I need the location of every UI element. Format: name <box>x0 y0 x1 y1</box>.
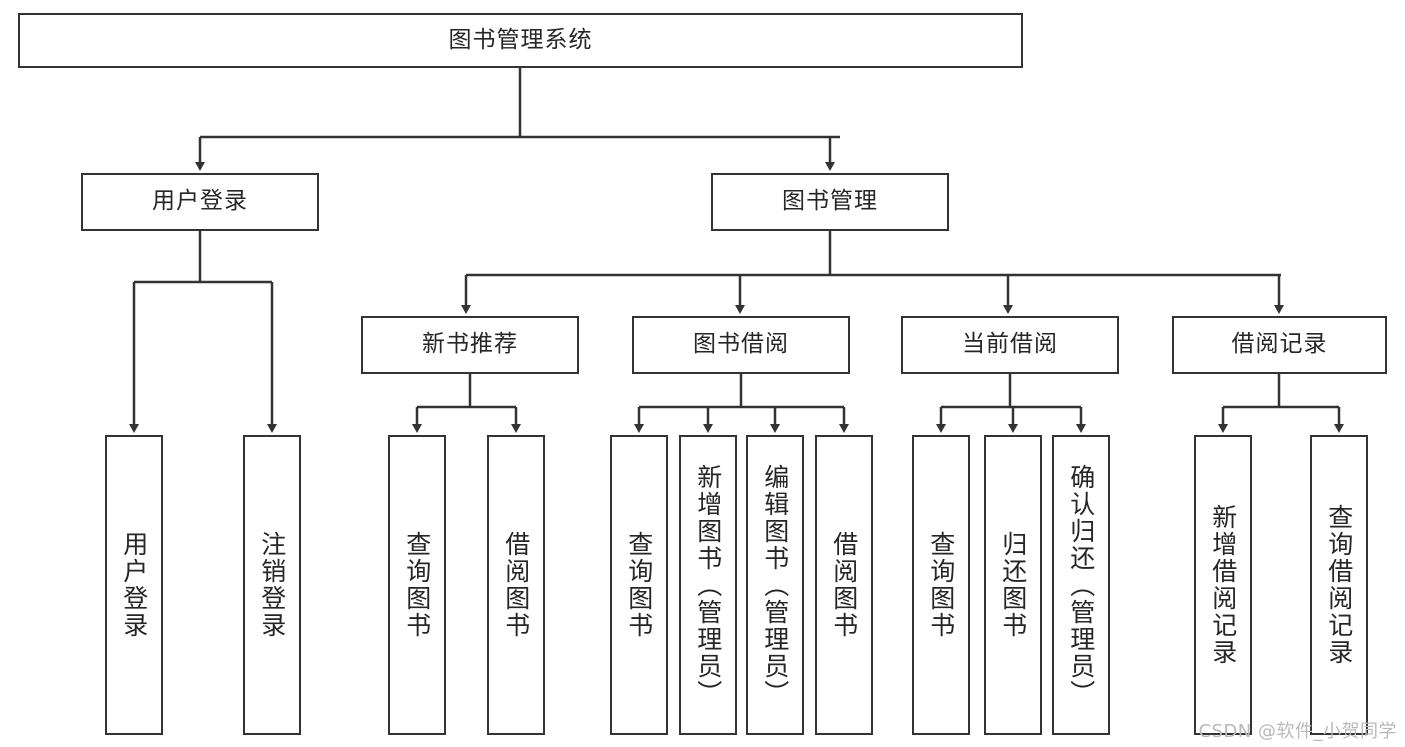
node-leaf-query-book-2[interactable]: 查询图书 <box>610 435 668 735</box>
node-current-borrow[interactable]: 当前借阅 <box>901 316 1119 374</box>
node-new-book-recommend[interactable]: 新书推荐 <box>361 316 579 374</box>
node-leaf-query-book-3[interactable]: 查询图书 <box>912 435 970 735</box>
edges-bookborrow-to-leaves <box>634 374 849 433</box>
node-leaf-borrow-book-1[interactable]: 借阅图书 <box>487 435 545 735</box>
node-leaf-query-book-1-label: 查询图书 <box>402 531 432 639</box>
node-leaf-confirm-return-admin-label: 确认归还（管理员） <box>1066 463 1096 707</box>
node-leaf-edit-book-admin[interactable]: 编辑图书（管理员） <box>746 435 804 735</box>
node-book-manage-label: 图书管理 <box>782 188 878 215</box>
node-leaf-add-book-admin[interactable]: 新增图书（管理员） <box>679 435 737 735</box>
edges-root-to-level2 <box>195 68 840 171</box>
node-leaf-return-book-label: 归还图书 <box>998 531 1028 639</box>
node-user-login-label: 用户登录 <box>152 188 248 215</box>
node-leaf-add-borrow-record[interactable]: 新增借阅记录 <box>1194 435 1252 735</box>
edges-borrowrecord-to-leaves <box>1218 374 1344 433</box>
node-book-borrow[interactable]: 图书借阅 <box>632 316 850 374</box>
node-book-borrow-label: 图书借阅 <box>693 331 789 358</box>
node-book-manage[interactable]: 图书管理 <box>711 173 949 231</box>
node-root-system[interactable]: 图书管理系统 <box>18 13 1023 68</box>
edges-newbook-to-leaves <box>412 374 521 433</box>
node-leaf-query-book-3-label: 查询图书 <box>926 531 956 639</box>
node-leaf-user-login-label: 用户登录 <box>119 531 149 639</box>
node-leaf-borrow-book-2-label: 借阅图书 <box>829 531 859 639</box>
edges-currentborrow-to-leaves <box>936 374 1086 433</box>
node-leaf-borrow-book-1-label: 借阅图书 <box>501 531 531 639</box>
node-leaf-add-book-admin-label: 新增图书（管理员） <box>693 463 723 707</box>
node-root-label: 图书管理系统 <box>448 26 593 53</box>
node-leaf-return-book[interactable]: 归还图书 <box>984 435 1042 735</box>
node-leaf-borrow-book-2[interactable]: 借阅图书 <box>815 435 873 735</box>
node-borrow-record-label: 借阅记录 <box>1231 331 1328 358</box>
node-leaf-edit-book-admin-label: 编辑图书（管理员） <box>760 463 790 707</box>
edges-userlogin-to-leaves <box>129 231 277 433</box>
node-new-book-recommend-label: 新书推荐 <box>422 331 518 358</box>
node-leaf-user-logout-label: 注销登录 <box>257 531 287 639</box>
edges-bookmanage-to-level3 <box>461 231 1284 314</box>
node-leaf-query-borrow-record[interactable]: 查询借阅记录 <box>1310 435 1368 735</box>
node-user-login[interactable]: 用户登录 <box>81 173 319 231</box>
node-leaf-query-borrow-record-label: 查询借阅记录 <box>1324 504 1354 666</box>
watermark-text: CSDN @软件_小贺同学 <box>1198 721 1397 742</box>
node-leaf-confirm-return-admin[interactable]: 确认归还（管理员） <box>1052 435 1110 735</box>
node-current-borrow-label: 当前借阅 <box>962 331 1058 358</box>
node-leaf-query-book-2-label: 查询图书 <box>624 531 654 639</box>
node-leaf-query-book-1[interactable]: 查询图书 <box>388 435 446 735</box>
node-leaf-add-borrow-record-label: 新增借阅记录 <box>1208 504 1238 666</box>
node-leaf-user-login[interactable]: 用户登录 <box>105 435 163 735</box>
node-borrow-record[interactable]: 借阅记录 <box>1172 316 1387 374</box>
node-leaf-user-logout[interactable]: 注销登录 <box>243 435 301 735</box>
